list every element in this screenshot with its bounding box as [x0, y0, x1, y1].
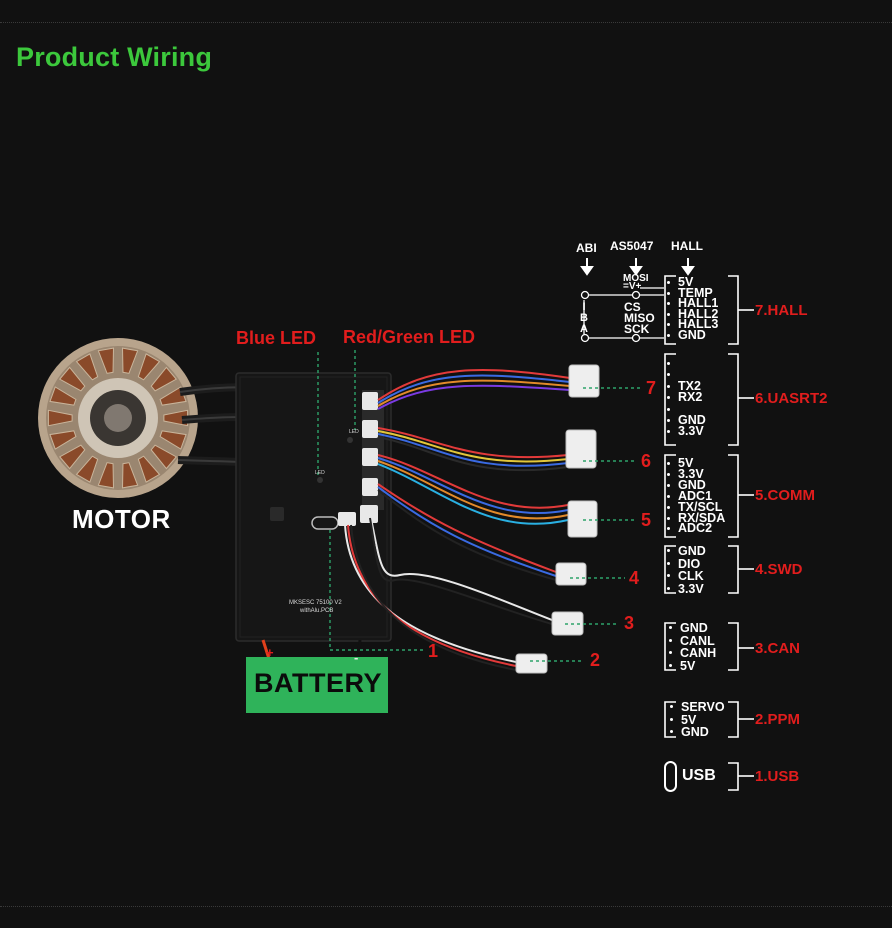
bottom-divider	[0, 906, 892, 907]
group-label-hall: 7.HALL	[755, 302, 808, 319]
group-label-uasrt2: 6.UASRT2	[755, 390, 828, 407]
board-led-text: LED	[315, 470, 325, 476]
motor-winding	[97, 462, 114, 489]
as5047-pin-list: CS MISO SCK	[624, 300, 655, 336]
battery-minus-sign: -	[354, 650, 359, 665]
guide-lines	[317, 350, 642, 662]
harness-wires	[344, 369, 571, 671]
motor-winding	[159, 386, 187, 406]
as5047-top-pins: MOSI =V+	[623, 273, 649, 292]
board-model-subtext: withAlu.PCB	[300, 608, 334, 614]
motor-winding	[163, 409, 189, 427]
battery-box	[246, 657, 388, 713]
motor-winding	[47, 409, 73, 427]
group-label-swd: 4.SWD	[755, 561, 803, 578]
board-connectors	[338, 392, 378, 526]
motor-winding	[75, 353, 99, 381]
motor-winding	[75, 455, 99, 483]
group-label-usb: 1.USB	[755, 768, 800, 785]
usb-port-icon	[664, 761, 677, 792]
motor-winding	[58, 444, 86, 470]
callout-7: 7	[646, 378, 657, 398]
motor-winding	[49, 430, 77, 450]
board-model-text: MKSESC 75100 V2	[289, 600, 342, 606]
board-led-text-2: LED	[349, 429, 359, 435]
motor-winding	[159, 430, 187, 450]
group-label-comm: 5.COMM	[755, 487, 815, 504]
abi-header: ABI	[576, 241, 597, 255]
motor-label: MOTOR	[72, 504, 171, 534]
motor-winding	[137, 353, 161, 381]
header-outlines	[664, 275, 676, 738]
page-title: Product Wiring	[16, 42, 213, 72]
motor-winding	[150, 366, 178, 392]
motor-winding	[58, 366, 86, 392]
cable-end-connectors	[515, 364, 600, 674]
battery-label: BATTERY	[254, 668, 382, 698]
encoder-wires	[580, 287, 664, 343]
callout-6: 6	[641, 451, 652, 471]
abi-pin-list: I B A	[580, 301, 588, 335]
motor-winding	[49, 386, 77, 406]
encoder-arrows	[580, 258, 695, 276]
blue-led-label: Blue LED	[236, 328, 317, 348]
callout-3: 3	[624, 613, 635, 633]
motor-winding	[150, 444, 178, 470]
red-green-led-label: Red/Green LED	[343, 327, 476, 347]
group-label-ppm: 2.PPM	[755, 711, 801, 728]
group-brackets	[728, 275, 754, 791]
callout-2: 2	[590, 650, 601, 670]
motor-illustration	[38, 338, 198, 498]
usb-pin-label: USB	[682, 767, 716, 784]
callout-5: 5	[641, 510, 652, 530]
group-label-can: 3.CAN	[755, 640, 801, 657]
motor-winding	[97, 347, 114, 374]
hall-header: HALL	[671, 239, 703, 253]
callout-1: 1	[428, 641, 439, 661]
callout-4: 4	[629, 568, 640, 588]
as5047-header: AS5047	[610, 239, 654, 253]
motor-winding	[122, 462, 139, 489]
motor-winding	[122, 347, 139, 374]
top-divider	[0, 22, 892, 23]
battery-plus-sign: +	[266, 645, 274, 660]
motor-winding	[137, 455, 161, 483]
